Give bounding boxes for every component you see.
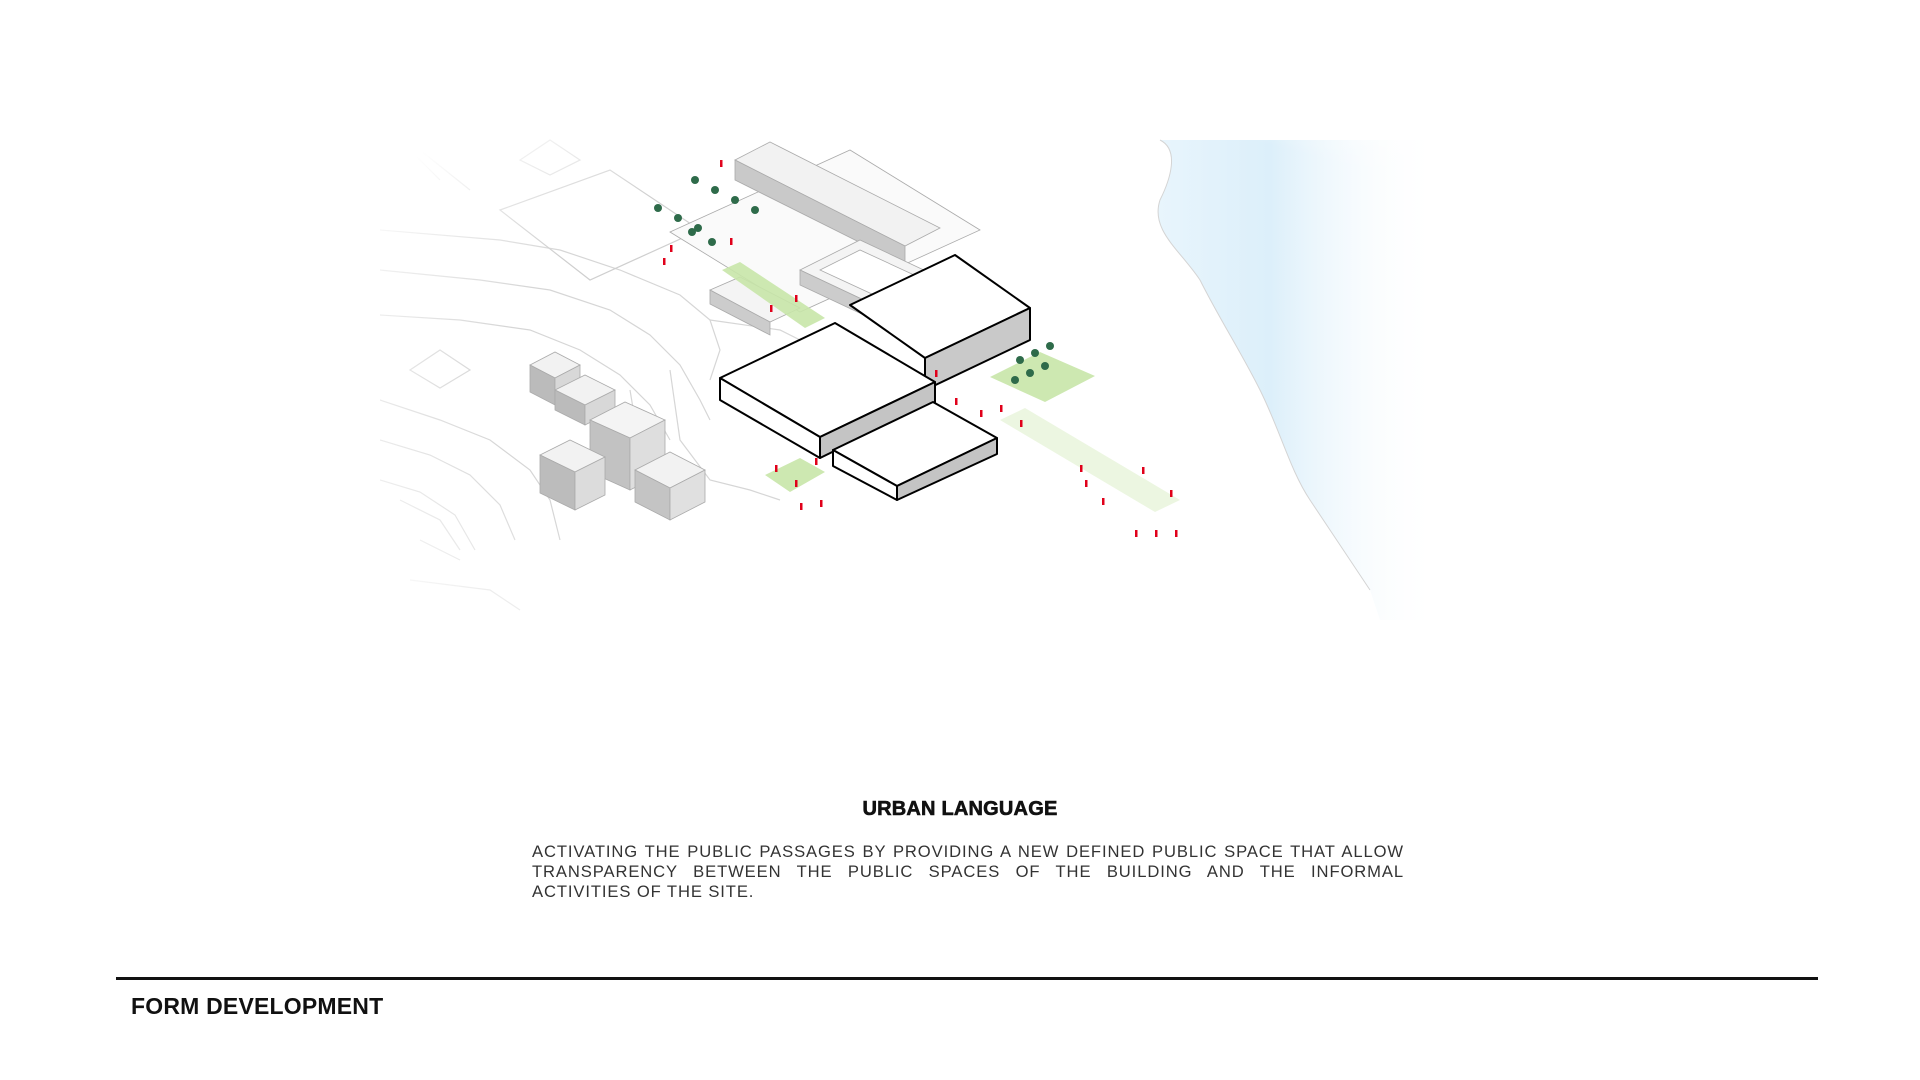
caption-body: ACTIVATING THE PUBLIC PASSAGES BY PROVID… bbox=[532, 842, 1404, 901]
axonometric-site-diagram bbox=[380, 120, 1560, 720]
section-divider bbox=[116, 977, 1818, 980]
caption-title: URBAN LANGUAGE bbox=[862, 798, 1058, 821]
fade-overlay bbox=[380, 120, 1560, 720]
section-label: FORM DEVELOPMENT bbox=[131, 993, 384, 1019]
